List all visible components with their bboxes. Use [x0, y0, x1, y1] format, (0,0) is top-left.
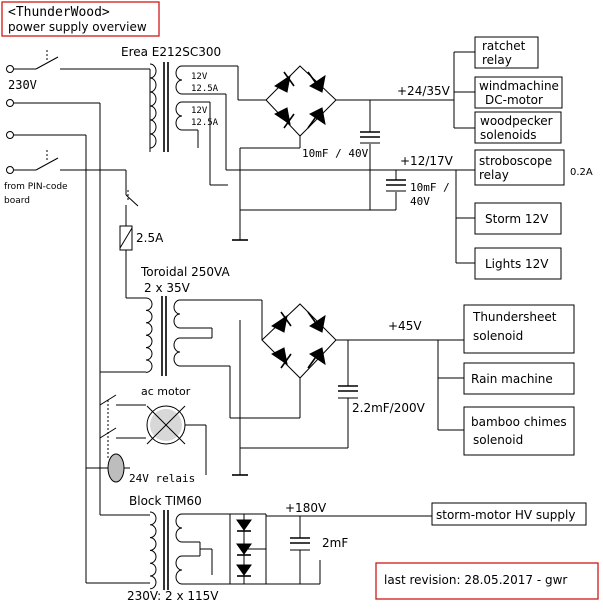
t2-name: Toroidal 250VA	[140, 265, 230, 279]
t2-secondary: 2 x 35V	[144, 281, 191, 295]
ratchet-relay-box	[474, 36, 539, 69]
bamboo-line1: bamboo chimes	[471, 415, 567, 429]
rail-3-branches	[437, 340, 464, 431]
t3-name: Block TIM60	[129, 494, 202, 508]
rail-4-wiring	[266, 515, 432, 585]
storm-label: Storm 12V	[485, 212, 549, 226]
t1-sec2-voltage: 12V	[191, 106, 208, 116]
t3-core	[163, 510, 169, 590]
rail-2-label: +12/17V	[400, 154, 454, 168]
hv-rectifier	[229, 513, 267, 584]
t1-sec1-current: 12.5A	[191, 84, 219, 94]
capacitor-2-label-line1: 10mF /	[410, 181, 450, 194]
t3-secondary-coils	[175, 513, 183, 585]
t1-name: Erea E212SC300	[121, 45, 221, 59]
rail-1-wiring	[239, 99, 454, 240]
bridge-rectifier-2	[261, 303, 337, 379]
rail-3-wiring	[240, 339, 464, 449]
bamboo-line2: solenoid	[473, 433, 523, 447]
capacitor-4-label: 2mF	[322, 536, 348, 550]
t2-secondary-coils	[173, 299, 181, 367]
t1-primary-coil	[149, 63, 157, 149]
relay-switches	[99, 394, 146, 460]
lights-box	[474, 247, 562, 280]
windmachine-box	[474, 76, 563, 109]
diagram-subtitle: power supply overview	[8, 20, 147, 34]
diagram-title: <ThunderWood>	[8, 5, 110, 20]
revision-label: last revision: 28.05.2017 - gwr	[384, 573, 567, 587]
t2-primary-coil	[145, 297, 153, 373]
ratchet-relay-line1: ratchet	[482, 39, 526, 53]
thundersheet-line2: solenoid	[473, 329, 523, 343]
lights-label: Lights 12V	[485, 257, 549, 271]
capacitor-3	[338, 385, 358, 399]
stroboscope-line1: stroboscope	[479, 154, 552, 168]
woodpecker-line2: solenoids	[480, 128, 536, 142]
revision-box	[375, 562, 599, 600]
ratchet-relay-line2: relay	[482, 53, 512, 67]
ac-motor	[146, 405, 207, 475]
t1-secondary-coils	[175, 65, 183, 131]
ac-motor-label: ac motor	[141, 385, 191, 398]
capacitor-4	[290, 537, 310, 551]
woodpecker-box	[474, 111, 562, 144]
bamboo-box	[463, 406, 575, 456]
rain-machine-label: Rain machine	[471, 372, 553, 386]
title-box	[1, 1, 160, 37]
pin-code-label-line1: from PIN-code	[4, 182, 68, 192]
stroboscope-line2: relay	[479, 168, 509, 182]
storm-motor-box	[431, 502, 587, 526]
pin-code-switch	[14, 150, 126, 171]
rail-3-label: +45V	[388, 319, 422, 333]
t2-secondary-wiring	[180, 299, 300, 475]
rail-1-label: +24/35V	[397, 84, 451, 98]
thundersheet-box	[463, 304, 575, 354]
t1-core	[163, 62, 169, 152]
t1-secondary-wiring	[182, 65, 448, 186]
thundersheet-line1: Thundersheet	[472, 310, 557, 324]
capacitor-2	[386, 179, 406, 192]
storm-box	[474, 202, 562, 235]
relay-coil	[86, 453, 130, 483]
pin-code-label-line2: board	[4, 196, 30, 206]
woodpecker-line1: woodpecker	[480, 114, 553, 128]
mains-terminals	[6, 65, 14, 174]
rain-machine-box	[463, 362, 575, 395]
windmachine-line2: DC-motor	[485, 93, 543, 107]
stroboscope-current: 0.2A	[570, 167, 593, 178]
capacitor-3-label: 2.2mF/200V	[352, 401, 426, 415]
fuse-label: 2.5A	[136, 231, 164, 245]
relay-label: 24V relais	[129, 472, 195, 485]
bridge-rectifier-1	[265, 65, 337, 137]
capacitor-1	[360, 131, 380, 144]
t3-secondary: 230V: 2 x 115V	[127, 589, 219, 603]
rail-1-branches	[453, 51, 475, 129]
storm-motor-label: storm-motor HV supply	[436, 508, 575, 522]
mains-switch	[14, 50, 150, 70]
pin-relay-switch	[125, 190, 139, 207]
t1-sec1-voltage: 12V	[191, 72, 208, 82]
capacitor-2-label-line2: 40V	[410, 195, 430, 208]
t2-core	[161, 296, 167, 376]
t1-sec2-current: 12.5A	[191, 118, 219, 128]
windmachine-line1: windmachine	[479, 79, 559, 93]
t3-primary-coil	[149, 511, 157, 590]
mains-voltage-label: 230V	[8, 78, 37, 92]
mains-wiring	[14, 69, 151, 584]
rail-2-branches	[448, 169, 475, 264]
stroboscope-box	[474, 149, 565, 186]
capacitor-1-label: 10mF / 40V	[302, 147, 369, 160]
rail-4-label: +180V	[285, 501, 327, 515]
